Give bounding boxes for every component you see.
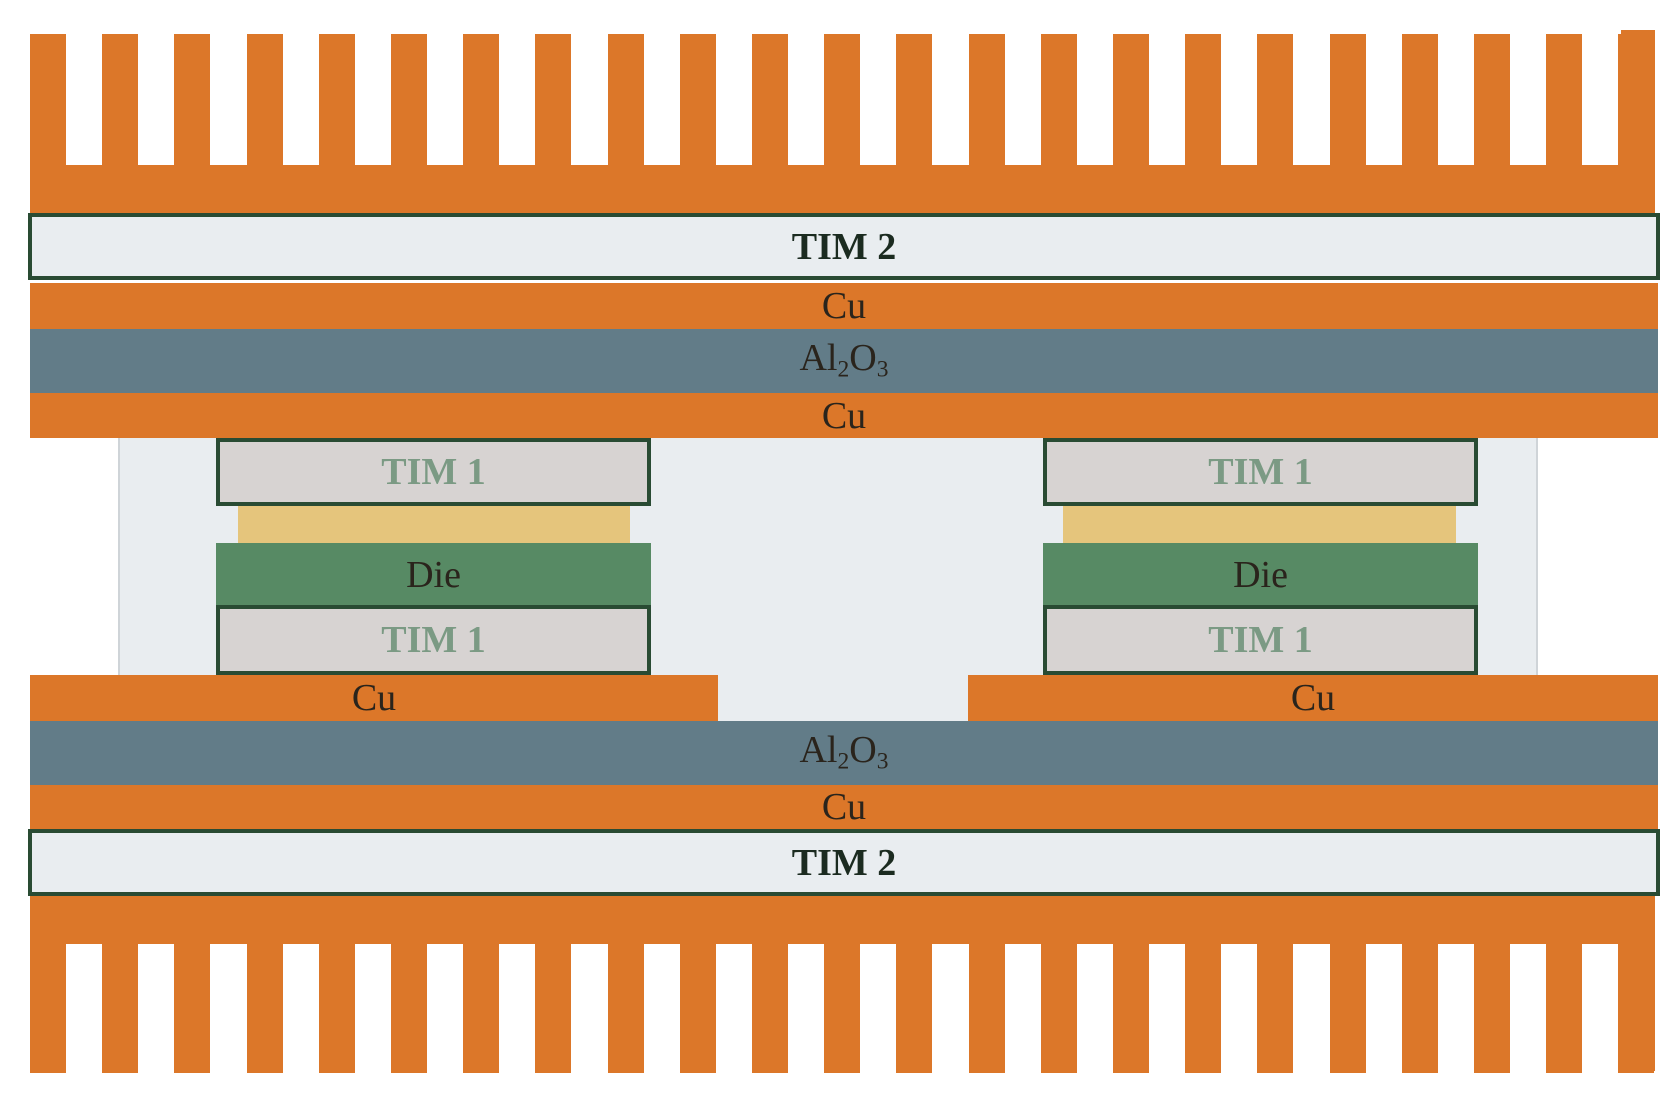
left-solder-layer [238,506,630,543]
bottom-heatsink-fin [607,943,644,1073]
bottom-heatsink-fin [174,943,211,1073]
bottom-heatsink-fin [318,943,355,1073]
top-heatsink-fin [246,34,283,166]
bottom-heatsink-fin [102,943,139,1073]
right-tim1-top: TIM 1 [1043,438,1478,506]
left-cu-pad-label: Cu [351,677,397,719]
top-tim2-label: TIM 2 [791,225,897,268]
right-die-label: Die [1233,554,1288,596]
right-tim1-bottom: TIM 1 [1043,605,1478,675]
top-heatsink-fin [1474,34,1510,166]
bottom-heatsink-fin [824,943,861,1073]
top-heatsink-fin [1621,30,1655,166]
top-heatsink-fin [391,34,427,166]
top-heatsink-fin [1113,34,1149,166]
top-heatsink-fin [679,34,716,166]
top-heatsink-fin [968,34,1005,166]
bottom-heatsink-fin [1329,943,1366,1073]
bottom-heatsink-base [30,896,1655,944]
bottom-heatsink-fin [1546,943,1583,1073]
bottom-alumina-layer: Al2O3 [30,721,1658,785]
right-cu-pad-label: Cu [1290,677,1336,719]
right-cu-pad: Cu [968,675,1658,721]
top-heatsink-fin [1185,34,1222,166]
bottom-heatsink-fin [752,943,788,1073]
bottom-heatsink-fin [1621,943,1655,1071]
left-tim1-top-label: TIM 1 [381,451,486,493]
encapsulant-gap-fill [718,675,968,721]
bottom-heatsink-fin [535,943,572,1073]
bottom-cu-layer: Cu [30,785,1658,829]
top-heatsink-fin [1257,34,1294,166]
bottom-heatsink-fin [1257,943,1294,1073]
right-solder-layer [1063,506,1456,543]
bottom-heatsink-fin [30,943,66,1073]
left-die: Die [216,543,651,607]
bottom-alumina-label: Al2O3 [799,729,889,776]
top-tim2-layer: TIM 2 [28,213,1660,280]
bottom-heatsink-fin [1040,943,1077,1073]
top-heatsink-fin [1401,34,1438,166]
top-heatsink-fin [1546,34,1583,166]
top-heatsink-fin [463,34,500,166]
top-cu-lower-layer: Cu [30,393,1658,438]
top-heatsink-fin [896,34,933,166]
bottom-heatsink-fin [968,943,1005,1073]
bottom-heatsink-fin [1185,943,1222,1073]
left-cu-pad: Cu [30,675,718,721]
top-heatsink-fin [607,34,644,166]
bottom-tim2-layer: TIM 2 [28,829,1660,896]
right-die: Die [1043,543,1478,607]
top-heatsink-fin [1329,34,1366,166]
bottom-heatsink [0,896,1677,1102]
bottom-heatsink-fin [1113,943,1149,1073]
bottom-cu-label: Cu [821,786,867,828]
top-heatsink-fin [102,34,139,166]
top-heatsink-fin [174,34,211,166]
top-cu-upper-layer: Cu [30,283,1658,329]
top-cu-lower-label: Cu [821,394,867,437]
top-heatsink-fin [535,34,572,166]
left-tim1-bottom: TIM 1 [216,605,651,675]
right-tim1-top-label: TIM 1 [1208,451,1313,493]
top-heatsink [0,0,1677,215]
bottom-heatsink-fin [463,943,500,1073]
top-alumina-label: Al2O3 [799,337,889,384]
top-heatsink-fin [1040,34,1077,166]
left-tim1-top: TIM 1 [216,438,651,506]
top-heatsink-base [30,165,1655,215]
bottom-heatsink-fin [679,943,716,1073]
bottom-heatsink-fin [896,943,933,1073]
bottom-heatsink-fin [1474,943,1510,1073]
bottom-heatsink-fin [246,943,283,1073]
top-alumina-layer: Al2O3 [30,329,1658,393]
top-heatsink-fin [752,34,788,166]
bottom-heatsink-fin [391,943,427,1073]
left-die-label: Die [406,554,461,596]
bottom-tim2-label: TIM 2 [791,841,897,884]
top-heatsink-fin [824,34,861,166]
top-heatsink-fin [318,34,355,166]
top-cu-upper-label: Cu [821,285,867,327]
right-tim1-bottom-label: TIM 1 [1208,619,1313,661]
left-tim1-bottom-label: TIM 1 [381,619,486,661]
bottom-heatsink-fin [1401,943,1438,1073]
top-heatsink-fin [30,34,66,166]
